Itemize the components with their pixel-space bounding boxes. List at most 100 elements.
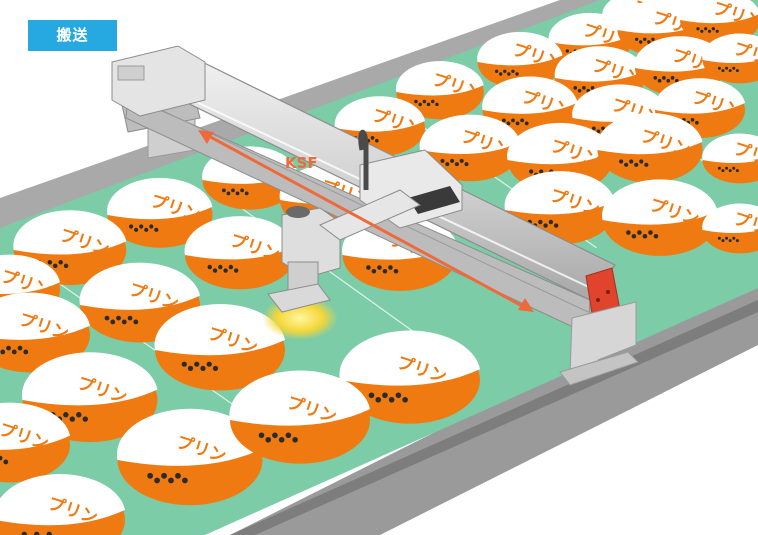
lid-dot (548, 219, 554, 225)
pudding-lid: プリン (597, 112, 703, 183)
lid-dot (728, 169, 732, 173)
lid-dot (725, 66, 729, 70)
lid-dot (181, 361, 187, 367)
lid-dot (393, 268, 399, 274)
lid-dot (732, 66, 736, 70)
lid-dot (619, 159, 624, 164)
lid-dot (435, 102, 439, 107)
lid-dot (644, 162, 649, 167)
lid-dot (515, 121, 520, 126)
lid-dot (590, 86, 595, 90)
lid-dot (538, 219, 543, 225)
pudding-lid: プリン (0, 402, 70, 483)
lid-dot (704, 27, 708, 31)
lid-dot (121, 319, 127, 325)
lid-dot (375, 396, 382, 403)
lid-dot (418, 102, 422, 107)
lid-dot (515, 72, 519, 76)
lid-dot (626, 230, 631, 235)
lid-dot (21, 531, 27, 535)
lid-dot (58, 260, 63, 265)
lid-dot (539, 169, 544, 174)
lid-dot (721, 69, 725, 73)
lid-dot (695, 120, 699, 125)
lid-dot (187, 365, 194, 371)
lid-dot (47, 260, 53, 265)
lid-dot (223, 268, 228, 273)
lid-dot (63, 263, 69, 269)
lid-dot (639, 159, 644, 164)
lid-dot (582, 86, 586, 90)
lid-dot (258, 432, 265, 439)
lid-dot (690, 118, 695, 122)
lid-dot (278, 436, 285, 443)
lid-dot (133, 319, 139, 325)
lid-dot (725, 166, 729, 170)
lid-dot (666, 78, 671, 83)
lid-dot (732, 236, 736, 240)
lid-dot (3, 459, 9, 465)
lid-dot (127, 315, 133, 321)
lid-dot (735, 69, 739, 73)
lid-dot (154, 477, 160, 484)
lid-dot (728, 69, 732, 73)
lid-dot (553, 223, 559, 228)
lid-dot (292, 436, 298, 443)
pudding-lid: プリン (702, 33, 758, 84)
lid-dot (634, 37, 639, 41)
pudding-lid: プリン (702, 133, 758, 184)
lid-dot (653, 233, 659, 239)
pudding-lid: プリン (0, 292, 90, 373)
lid-dot (711, 27, 715, 31)
lid-dot (110, 319, 116, 325)
pudding-lid: プリン (184, 216, 295, 290)
lid-dot (0, 455, 3, 461)
lid-dot (402, 396, 408, 403)
lid-dot (149, 224, 154, 229)
lid-dot (46, 531, 52, 535)
lid-dot (651, 37, 655, 41)
lid-dot (647, 40, 651, 44)
lid-dot (175, 472, 181, 479)
lid-dot (382, 268, 388, 274)
lid-dot (134, 227, 139, 232)
lid-dot (368, 392, 375, 399)
lid-dot (129, 224, 134, 229)
lid-dot (228, 264, 234, 270)
lid-dot (6, 345, 11, 351)
lid-dot (414, 99, 418, 104)
pudding-lid: プリン (0, 474, 125, 535)
lid-dot (494, 69, 499, 73)
lid-dot (206, 361, 212, 367)
lid-dot (696, 27, 700, 31)
lid-dot (233, 268, 239, 273)
lid-dot (653, 76, 658, 80)
lid-dot (715, 29, 719, 33)
lid-dot (459, 158, 464, 163)
lid-dot (506, 121, 511, 126)
lid-dot (629, 159, 634, 164)
lid-dot (63, 412, 69, 418)
lid-dot (240, 188, 245, 193)
lid-dot (244, 191, 249, 196)
lid-dot (194, 361, 200, 367)
lid-dot (639, 40, 643, 44)
lid-dot (388, 265, 393, 270)
lid-dot (265, 436, 272, 443)
lid-dot (272, 432, 278, 439)
lid-dot (631, 233, 637, 239)
lid-dot (116, 315, 121, 321)
pudding-lid: プリン (79, 262, 200, 343)
lid-dot (511, 118, 515, 123)
lid-dot (226, 191, 231, 196)
lid-dot (601, 126, 605, 131)
lid-dot (507, 72, 511, 76)
lid-dot (450, 158, 455, 163)
lid-dot (511, 69, 515, 73)
lid-dot (577, 88, 582, 93)
lid-dot (426, 102, 431, 107)
lid-dot (670, 76, 675, 80)
lid-dot (422, 99, 427, 104)
